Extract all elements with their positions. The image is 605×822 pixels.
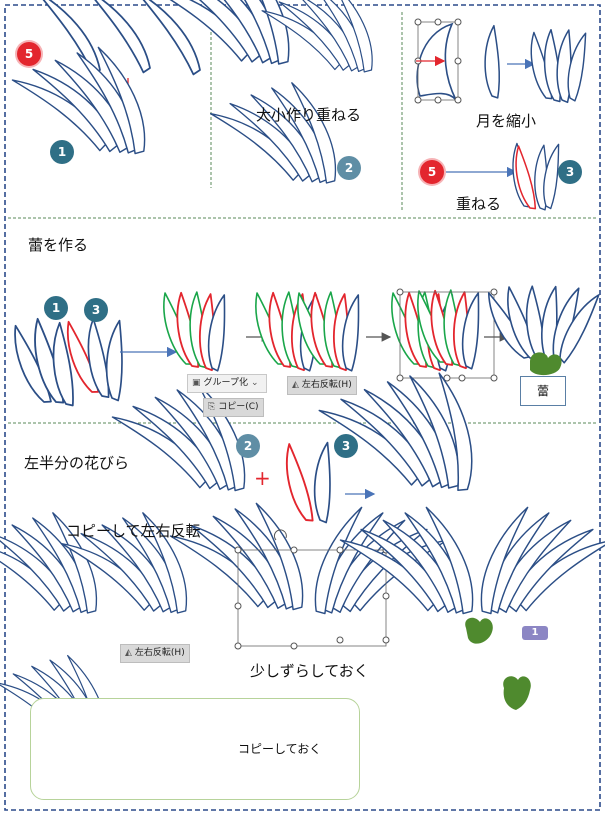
thin-moon-petal <box>484 24 501 99</box>
label-offset: 少しずらしておく <box>250 662 369 680</box>
note-callout-text: コピーしておく <box>238 742 322 756</box>
flower-final <box>340 507 605 644</box>
note-box <box>30 698 360 800</box>
bud-badge-1: 1 <box>44 296 68 320</box>
copy-command-button[interactable]: ⎘コピー(C) <box>203 398 264 417</box>
chevron-down-icon: ⌄ <box>250 378 259 388</box>
group-command-label: グループ化 <box>203 378 248 388</box>
step-badge-5: 5 <box>17 42 41 66</box>
leaf-shape <box>503 676 531 710</box>
moon-shape-selected <box>414 18 462 104</box>
petal-badge-2: 2 <box>236 434 260 458</box>
flip-icon: ◭ <box>125 648 132 658</box>
bud-cluster-selected <box>384 288 498 382</box>
two-vertical-petals <box>278 441 335 525</box>
flip-command-label-2: 左右反転(H) <box>134 648 185 658</box>
copy-icon: ⎘ <box>208 402 216 412</box>
section-title-left-petals: 左半分の花びら <box>24 454 130 472</box>
label-shrink-moon: 月を縮小 <box>476 112 537 130</box>
section-title-bud: 蕾を作る <box>28 236 89 254</box>
overlay-petal-group <box>508 142 565 212</box>
flower-badge-1: 1 <box>522 626 548 640</box>
rotate-handle-icon <box>273 529 287 541</box>
label-overlay: 重ねる <box>456 195 502 213</box>
bud-source-petals <box>5 316 127 408</box>
flip-horizontal-button[interactable]: ◭左右反転(H) <box>287 376 357 395</box>
bud-badge-3: 3 <box>84 298 108 322</box>
flip-command-label: 左右反転(H) <box>301 380 352 390</box>
bud-final <box>479 284 605 376</box>
group-icon: ▣ <box>192 378 201 388</box>
bud-calyx <box>530 352 562 376</box>
flip-horizontal-button-2[interactable]: ◭左右反転(H) <box>120 644 190 663</box>
flower-calyx <box>465 617 493 644</box>
flip-icon: ◭ <box>292 380 299 390</box>
label-copy-flip: コピーして左右反転 <box>66 522 201 540</box>
bud-cluster-1 <box>156 291 230 371</box>
step-badge-3: 3 <box>558 160 582 184</box>
step-badge-5b: 5 <box>420 160 444 184</box>
bud-result-label: 蕾 <box>520 376 566 406</box>
step-badge-1: 1 <box>50 140 74 164</box>
copy-command-label: コピー(C) <box>218 402 259 412</box>
vertical-petal-group <box>525 28 592 104</box>
petal-badge-3: 3 <box>334 434 358 458</box>
label-stack: 大小作り重ねる <box>256 106 362 124</box>
plus-sign: + <box>254 466 271 490</box>
group-command-button[interactable]: ▣グループ化⌄ <box>187 374 267 393</box>
step-badge-2: 2 <box>337 156 361 180</box>
outer-frame <box>4 4 601 811</box>
